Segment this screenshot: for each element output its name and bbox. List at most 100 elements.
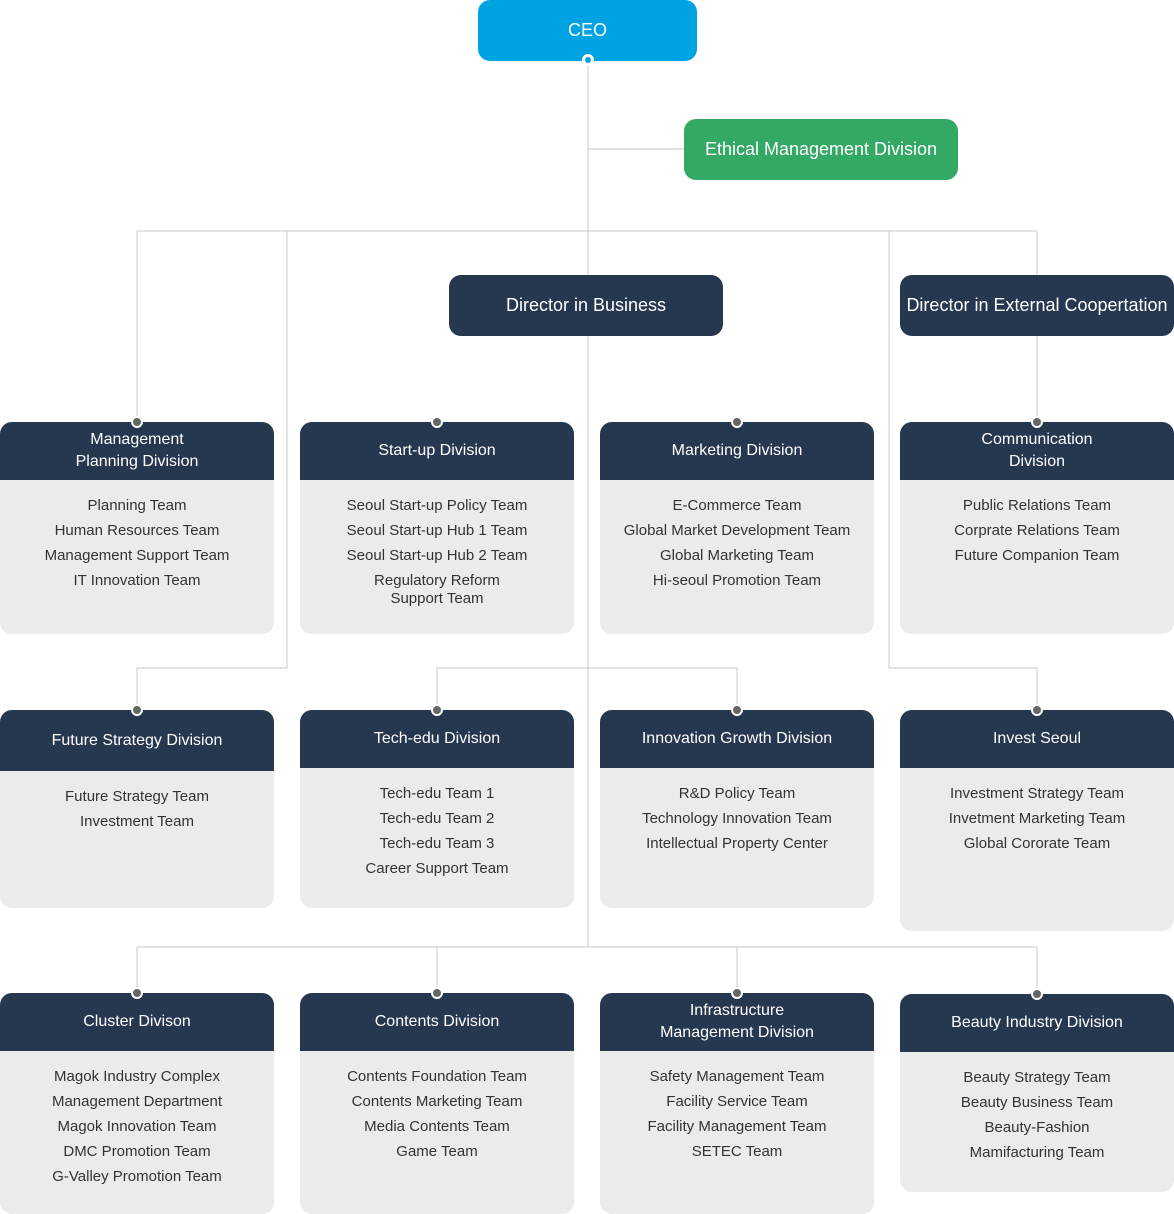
team-item: Hi-seoul Promotion Team <box>652 572 822 589</box>
team-item: Human Resources Team <box>54 522 220 539</box>
division-title: Infrastructure Management Division <box>660 1002 814 1041</box>
connector-dot <box>731 704 743 716</box>
division-header: Infrastructure Management Division <box>600 993 874 1051</box>
division-title: Future Strategy Division <box>51 731 223 749</box>
division-header: Marketing Division <box>600 422 874 480</box>
team-item: SETEC Team <box>691 1143 783 1160</box>
team-item: Contents Marketing Team <box>351 1093 523 1110</box>
division-header: Tech-edu Division <box>300 710 574 768</box>
team-item: Regulatory Reform Support Team <box>374 572 500 607</box>
director-external-label: Director in External Coopertation <box>906 295 1168 315</box>
team-item: Magok Innovation Team <box>57 1118 217 1135</box>
division-title: Tech-edu Division <box>373 730 501 747</box>
division-header: Innovation Growth Division <box>600 710 874 768</box>
team-item: Invetment Marketing Team <box>948 810 1126 827</box>
connector-dot <box>431 704 443 716</box>
connector-dot <box>731 416 743 428</box>
team-item: DMC Promotion Team <box>63 1143 211 1160</box>
connector-dot <box>131 704 143 716</box>
division-title: Cluster Divison <box>83 1013 191 1030</box>
team-item: Future Strategy Team <box>65 788 209 805</box>
team-item: Global Market Development Team <box>623 522 851 539</box>
team-item: Future Companion Team <box>954 547 1120 564</box>
division-title: Invest Seoul <box>992 730 1082 747</box>
director-business-box: Director in Business <box>449 275 723 336</box>
team-item: Game Team <box>396 1143 478 1160</box>
connector-dot <box>1031 416 1043 428</box>
division-title: Contents Division <box>374 1013 500 1030</box>
division-header: Beauty Industry Division <box>900 994 1174 1052</box>
division-header: Communication Division <box>900 422 1174 480</box>
division-title: Beauty Industry Division <box>951 1014 1123 1031</box>
team-item: Global Cororate Team <box>963 835 1111 852</box>
division-title: Marketing Division <box>671 442 803 459</box>
team-item: Corprate Relations Team <box>954 522 1120 539</box>
team-item: Public Relations Team <box>962 497 1112 514</box>
division-title: Start-up Division <box>378 442 496 459</box>
team-item: Mamifacturing Team <box>969 1144 1105 1161</box>
team-item: Beauty Strategy Team <box>963 1069 1111 1086</box>
connector-dot <box>431 987 443 999</box>
connector-dot <box>131 987 143 999</box>
team-item: Tech-edu Team 3 <box>379 835 495 852</box>
team-item: Planning Team <box>87 497 187 514</box>
team-item: Seoul Start-up Policy Team <box>346 497 528 514</box>
team-item: Beauty-Fashion <box>984 1119 1090 1136</box>
team-item: IT Innovation Team <box>73 572 201 589</box>
division-title: Communication Division <box>981 431 1093 470</box>
team-item: Facility Service Team <box>666 1093 808 1110</box>
director-business-label: Director in Business <box>505 295 667 315</box>
ethical-management-label: Ethical Management Division <box>704 139 938 159</box>
team-item: E-Commerce Team <box>672 497 802 514</box>
team-item: Seoul Start-up Hub 2 Team <box>346 547 528 564</box>
team-item: Global Marketing Team <box>660 547 814 564</box>
team-item: R&D Policy Team <box>678 785 796 802</box>
division-header: Cluster Divison <box>0 993 274 1051</box>
team-item: G-Valley Promotion Team <box>52 1168 222 1185</box>
division-header: Future Strategy Division <box>0 710 274 771</box>
team-item: Facility Management Team <box>647 1118 827 1135</box>
team-item: Media Contents Team <box>364 1118 510 1135</box>
connector-dot <box>431 416 443 428</box>
ceo-box: CEO <box>478 0 697 61</box>
team-item: Safety Management Team <box>649 1068 825 1085</box>
team-item: Contents Foundation Team <box>347 1068 527 1085</box>
director-external-box: Director in External Coopertation <box>900 275 1174 336</box>
team-item: Management Support Team <box>44 547 230 564</box>
ceo-connector-dot <box>582 54 594 66</box>
connector-dot <box>1031 988 1043 1000</box>
team-item: Magok Industry Complex <box>54 1068 220 1085</box>
division-header: Contents Division <box>300 993 574 1051</box>
division-header: Management Planning Division <box>0 422 274 480</box>
division-title: Management Planning Division <box>75 431 199 470</box>
connector-dot <box>1031 704 1043 716</box>
team-item: Investment Team <box>80 813 194 830</box>
team-item: Tech-edu Team 2 <box>379 810 495 827</box>
division-title: Innovation Growth Division <box>641 730 833 747</box>
team-item: Seoul Start-up Hub 1 Team <box>346 522 528 539</box>
team-item: Intellectual Property Center <box>646 835 828 852</box>
